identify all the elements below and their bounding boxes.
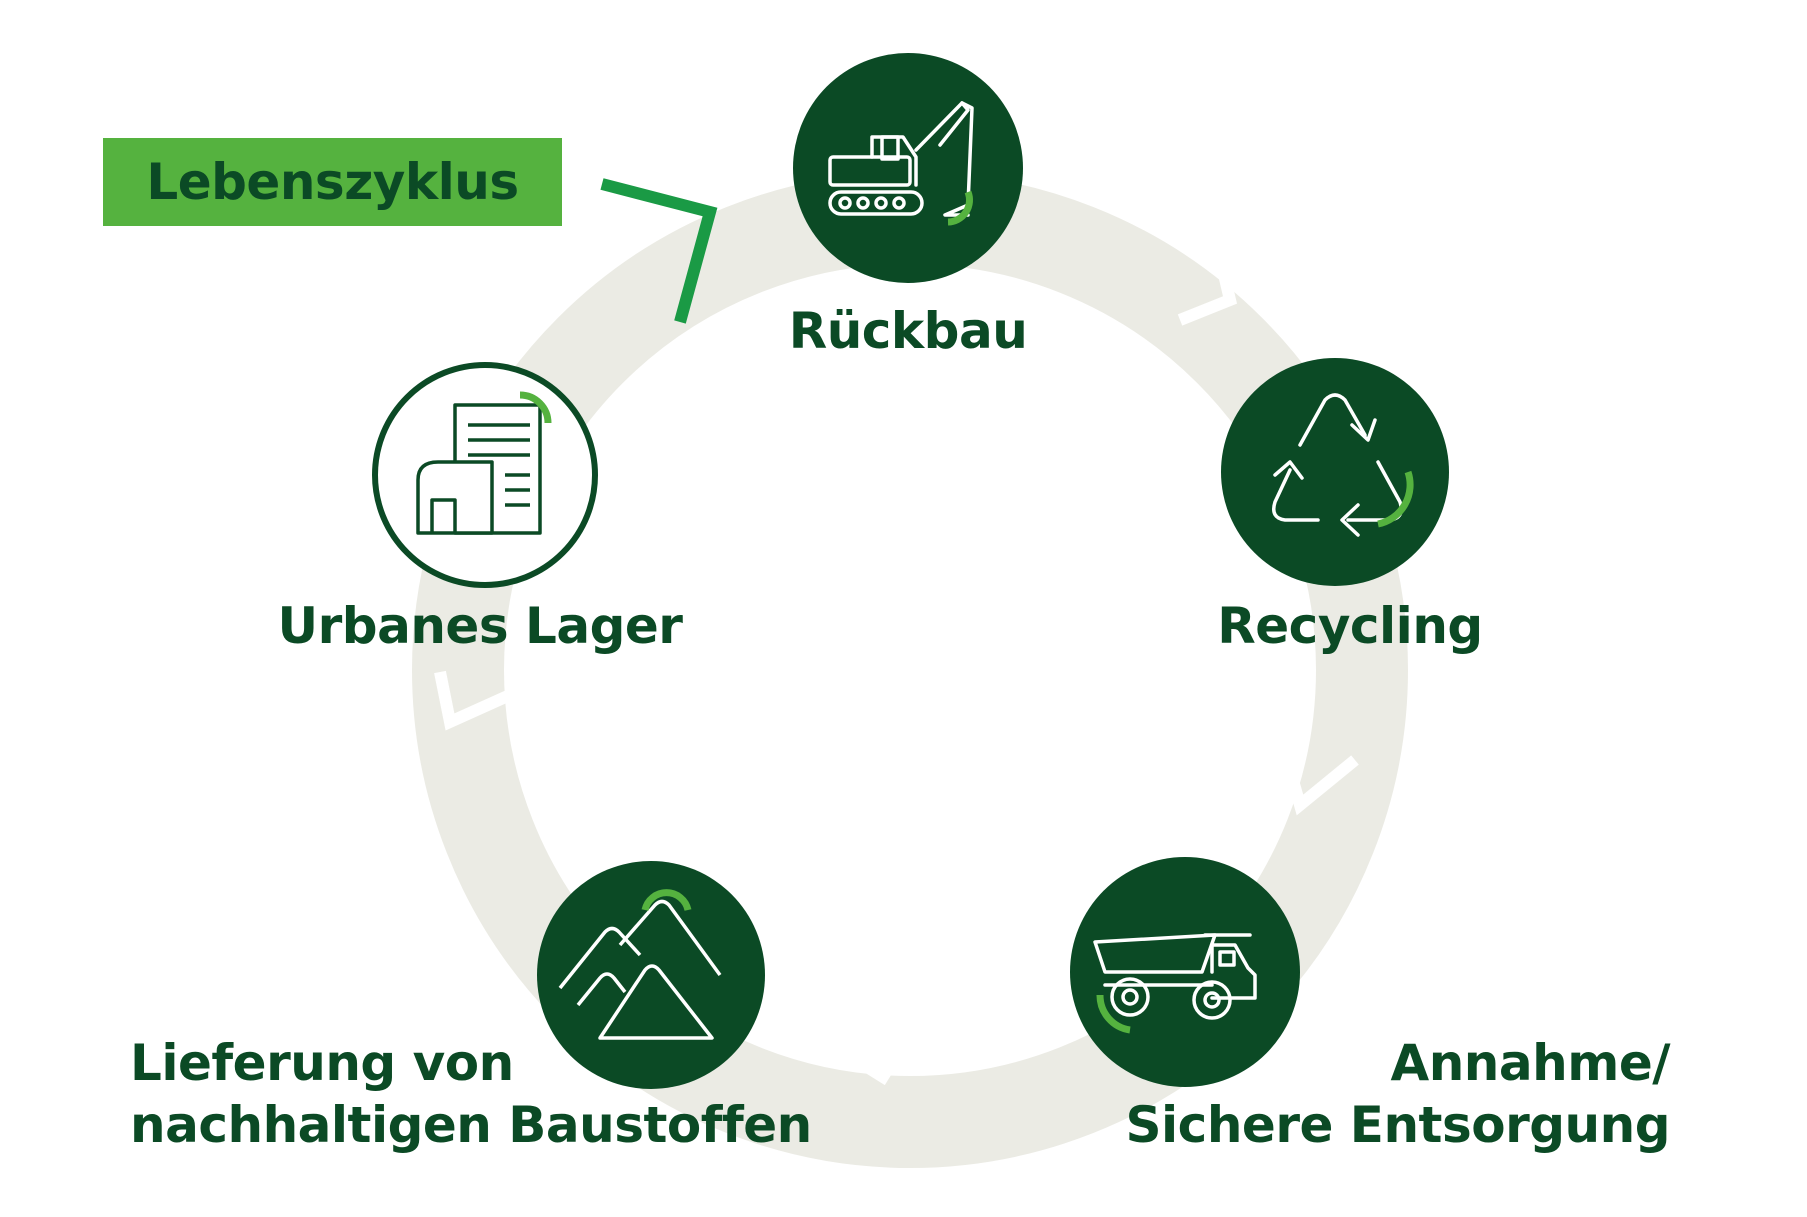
node-rueckbau [793,53,1023,283]
arrow-notch-top-right [1177,234,1238,326]
node-circle [1221,358,1449,586]
excavator-icon [828,101,974,217]
arrow-notch-left [434,670,513,731]
diagram-title: Lebenszyklus [146,153,519,211]
node-circle [793,53,1023,283]
label-urbanes-lager: Urbanes Lager [277,597,683,655]
node-urbanes-lager [372,362,598,588]
title-badge: Lebenszyklus [103,138,562,226]
icon-accent [1096,994,1131,1034]
label-lieferung-line2: nachhaltigen Baustoffen [130,1096,812,1154]
buildings-icon [416,403,542,535]
label-recycling: Recycling [1217,597,1483,655]
node-recycling [1221,358,1449,586]
label-rueckbau: Rückbau [788,302,1028,360]
label-annahme-line1: Annahme/ [1390,1034,1671,1092]
label-annahme: Annahme/ Sichere Entsorgung [1050,1032,1671,1156]
arrow-notch-bottom [832,1007,892,1086]
node-lieferung [537,861,765,1089]
material-piles-icon [558,899,722,1040]
icon-accent [947,190,973,226]
title-bracket [600,178,718,324]
icon-accent [1377,470,1414,528]
node-annahme [1070,857,1300,1087]
dump-truck-icon [1093,933,1257,1020]
label-lieferung: Lieferung von nachhaltigen Baustoffen [130,1032,830,1156]
icon-accent [519,391,552,424]
label-annahme-line2: Sichere Entsorgung [1125,1096,1671,1154]
icon-accent [641,889,692,911]
ring-arrow-notches [434,234,1359,1086]
arrow-notch-right [1274,733,1359,816]
label-lieferung-line1: Lieferung von [130,1034,514,1092]
